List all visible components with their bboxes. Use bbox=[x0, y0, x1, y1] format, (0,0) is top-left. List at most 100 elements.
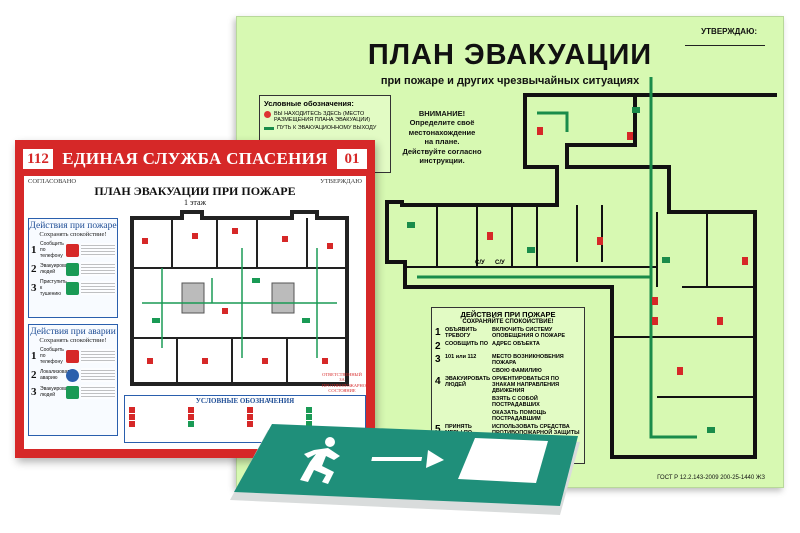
panel-title: Действия при пожаре bbox=[29, 221, 117, 231]
phone-icon bbox=[66, 243, 79, 257]
gost-label: ГОСТ Р 12.2.143-2009 200-25-1440 ЖЗ bbox=[657, 475, 765, 481]
run-icon bbox=[66, 262, 79, 276]
action-number: 5 bbox=[435, 424, 441, 435]
action-number: 4 bbox=[435, 376, 441, 387]
action-label bbox=[445, 368, 489, 374]
warning-icon bbox=[66, 368, 79, 382]
step-description-lines bbox=[81, 281, 115, 295]
step-number: 1 bbox=[31, 244, 37, 256]
actions-subtitle: СОХРАНЯЙТЕ СПОКОЙСТВИЕ! bbox=[462, 319, 554, 325]
plan-title: ПЛАН ЭВАКУАЦИИ bbox=[367, 39, 653, 71]
plan-header: 112 ЕДИНАЯ СЛУЖБА СПАСЕНИЯ 01 bbox=[15, 140, 375, 176]
action-number bbox=[435, 396, 442, 408]
panel-subtitle: Сохранять спокойствие! bbox=[39, 231, 107, 238]
accident-actions-panel: Действия при аварии Сохранять спокойстви… bbox=[28, 324, 118, 436]
route-arrow-icon bbox=[264, 127, 274, 130]
action-label: СООБЩИТЬ ПО bbox=[445, 341, 488, 347]
step-number: 1 bbox=[31, 350, 37, 362]
action-label: ОБЪЯВИТЬ ТРЕВОГУ bbox=[445, 327, 477, 339]
header-title: ЕДИНАЯ СЛУЖБА СПАСЕНИЯ bbox=[62, 149, 328, 168]
panel-title: Действия при аварии bbox=[30, 327, 116, 337]
action-row: ОКАЗАТЬ ПОМОЩЬ ПОСТРАДАВШИМ bbox=[435, 410, 581, 422]
emergency-number-01: 01 bbox=[337, 149, 367, 169]
action-detail: АДРЕС ОБЪЕКТА bbox=[492, 341, 540, 347]
action-label bbox=[445, 396, 489, 408]
panel-subtitle: Сохранять спокойствие! bbox=[39, 337, 107, 344]
signature-line bbox=[685, 45, 765, 46]
legend-symbol bbox=[247, 407, 302, 413]
plan-title: ПЛАН ЭВАКУАЦИИ ПРИ ПОЖАРЕ bbox=[94, 184, 296, 198]
action-detail: ВКЛЮЧИТЬ СИСТЕМУ ОПОВЕЩЕНИЯ О ПОЖАРЕ bbox=[492, 327, 566, 339]
legend-symbol bbox=[247, 414, 302, 420]
legend-symbol bbox=[129, 407, 184, 413]
action-detail: СВОЮ ФАМИЛИЮ bbox=[492, 368, 542, 374]
fire-actions-panel: Действия при пожаре Сохранять спокойстви… bbox=[28, 218, 118, 318]
action-detail: ИСПОЛЬЗОВАТЬ СРЕДСТВА ПРОТИВОПОЖАРНОЙ ЗА… bbox=[492, 424, 580, 436]
action-detail: МЕСТО ВОЗНИКНОВЕНИЯ ПОЖАРА bbox=[492, 354, 564, 366]
legend-symbol bbox=[188, 421, 243, 427]
action-row: СВОЮ ФАМИЛИЮ bbox=[435, 368, 581, 374]
legend-symbol bbox=[306, 414, 361, 420]
step-number: 3 bbox=[31, 386, 37, 398]
step-label: Сообщить по телефону bbox=[40, 241, 64, 259]
actions-title: ДЕЙСТВИЯ ПРИ ПОЖАРЕ bbox=[460, 310, 556, 319]
legend-symbol bbox=[129, 421, 184, 427]
step-description-lines bbox=[81, 368, 115, 382]
action-number bbox=[435, 368, 442, 374]
agreed-label: СОГЛАСОВАНО bbox=[28, 178, 77, 185]
step-number: 3 bbox=[31, 282, 37, 294]
approve-label: УТВЕРЖДАЮ bbox=[320, 178, 362, 185]
action-detail: ОКАЗАТЬ ПОМОЩЬ ПОСТРАДАВШИМ bbox=[492, 410, 547, 422]
emergency-number-112: 112 bbox=[23, 149, 53, 169]
step-description-lines bbox=[81, 385, 115, 399]
legend-item: ВЫ НАХОДИТЕСЬ ЗДЕСЬ (МЕСТО РАЗМЕЩЕНИЯ ПЛ… bbox=[264, 111, 386, 123]
plan-body: СОГЛАСОВАНО УТВЕРЖДАЮ ПЛАН ЭВАКУАЦИИ ПРИ… bbox=[24, 176, 369, 449]
action-number: 2 bbox=[435, 341, 441, 352]
room-label: С/У bbox=[475, 260, 485, 266]
action-number: 3 bbox=[435, 354, 441, 365]
you-are-here-icon bbox=[264, 111, 271, 118]
step-description-lines bbox=[81, 349, 115, 363]
step-label: Приступить к тушению bbox=[40, 279, 67, 297]
action-row: 1 ОБЪЯВИТЬ ТРЕВОГУ ВКЛЮЧИТЬ СИСТЕМУ ОПОВЕЩ… bbox=[435, 327, 581, 339]
floor-label: 1 этаж bbox=[183, 198, 207, 207]
action-number: 1 bbox=[435, 327, 441, 338]
green-floor-plan bbox=[385, 77, 777, 459]
attention-note: ВНИМАНИЕ! Определите своё местонахождени… bbox=[402, 109, 482, 165]
step-description-lines bbox=[81, 262, 115, 276]
legend-symbol bbox=[247, 421, 302, 427]
step-number: 2 bbox=[31, 263, 37, 275]
action-detail: ОРИЕНТИРОВАТЬСЯ ПО ЗНАКАМ НАПРАВЛЕНИЯ ДВ… bbox=[492, 376, 560, 394]
legend-title: Условные обозначения: bbox=[264, 99, 354, 108]
action-row: ВЗЯТЬ С СОБОЙ ПОСТРАДАВШИХ bbox=[435, 396, 581, 408]
legend-symbol bbox=[306, 407, 361, 413]
step-description-lines bbox=[81, 243, 115, 257]
red-floor-plan bbox=[130, 210, 349, 386]
step-number: 2 bbox=[31, 369, 37, 381]
step-label: Локализовать аварию bbox=[40, 369, 73, 381]
legend-symbol bbox=[129, 414, 184, 420]
step-label: Эвакуировать людей bbox=[40, 263, 73, 275]
responsible-note: ОТВЕТСТВЕННЫЙ ЗА ПРОТИВОПОЖАРНОЕ СОСТОЯН… bbox=[322, 372, 369, 394]
approve-label: УТВЕРЖДАЮ: bbox=[701, 27, 757, 36]
run-icon bbox=[66, 385, 79, 399]
legend-symbol bbox=[306, 421, 361, 427]
extinguisher-icon bbox=[66, 281, 79, 295]
exit-sign bbox=[230, 424, 580, 515]
legend-title: УСЛОВНЫЕ ОБОЗНАЧЕНИЯ bbox=[195, 397, 295, 405]
legend-item: ПУТЬ К ЭВАКУАЦИОННОМУ ВЫХОДУ bbox=[264, 125, 386, 131]
room-label: С/У bbox=[495, 260, 505, 266]
action-row: 2 СООБЩИТЬ ПО АДРЕС ОБЪЕКТА bbox=[435, 341, 581, 352]
legend-symbol bbox=[188, 407, 243, 413]
step-label: Сообщить по телефону bbox=[40, 347, 64, 365]
arrow-right-icon bbox=[371, 450, 444, 468]
legend-symbol bbox=[188, 414, 243, 420]
